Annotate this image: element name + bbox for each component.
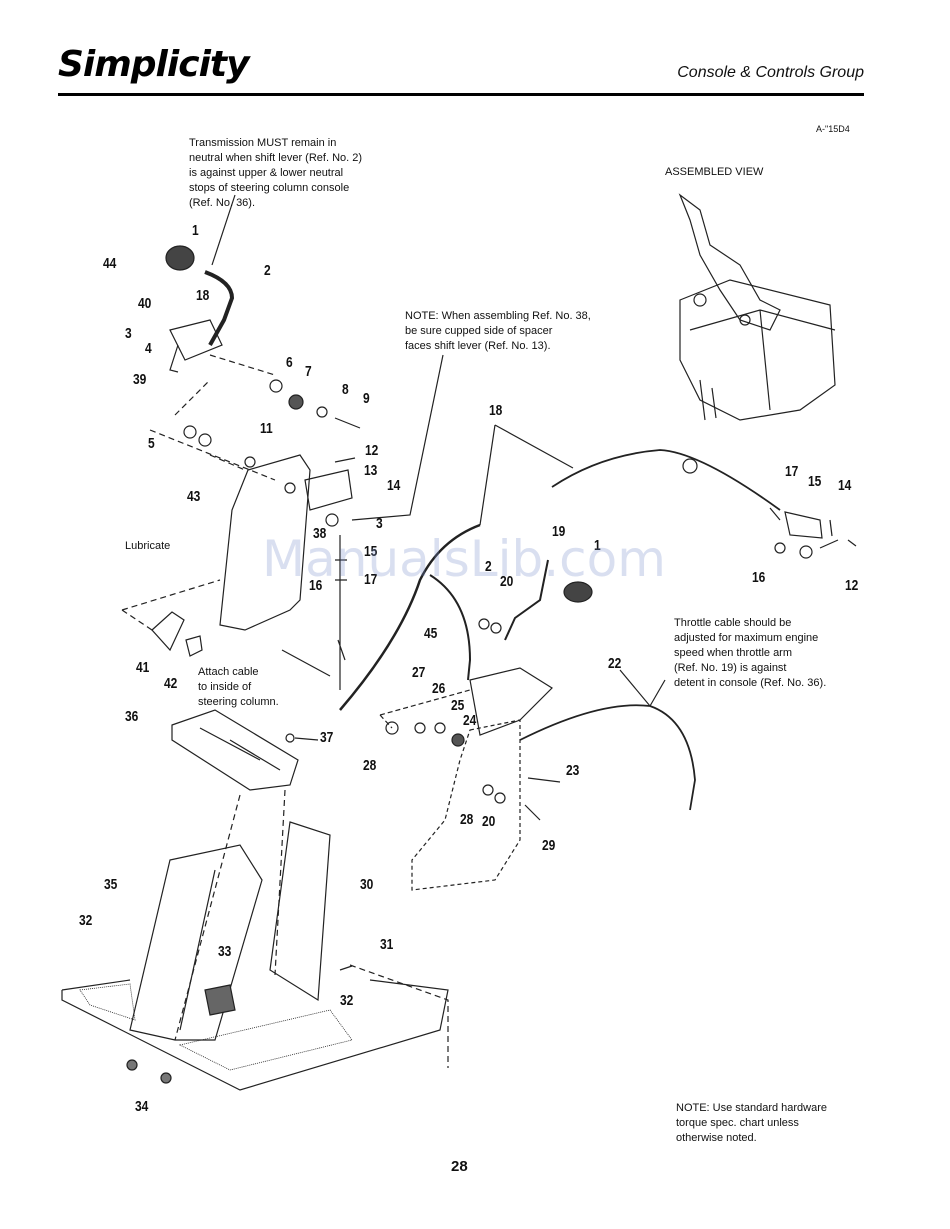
callout-26: 26 bbox=[432, 680, 446, 697]
transmission-note: Transmission MUST remain in neutral when… bbox=[189, 136, 362, 211]
callout-17b: 17 bbox=[785, 463, 799, 480]
callout-3: 3 bbox=[125, 325, 132, 342]
callout-36: 36 bbox=[125, 708, 139, 725]
callout-18: 18 bbox=[196, 287, 210, 304]
callout-1b: 1 bbox=[594, 537, 601, 554]
note-line: detent in console (Ref. No. 36). bbox=[674, 677, 827, 689]
simplicity-logo: Simplicity bbox=[58, 44, 250, 85]
callout-30: 30 bbox=[360, 876, 374, 893]
note-line: Throttle cable should be bbox=[674, 617, 792, 629]
callout-25: 25 bbox=[451, 697, 465, 714]
callout-44: 44 bbox=[103, 255, 117, 272]
lubricate-label: Lubricate bbox=[125, 540, 171, 552]
note-line: (Ref. No. 19) is against bbox=[674, 662, 787, 674]
note-line: be sure cupped side of spacer bbox=[405, 325, 553, 337]
callout-14b: 14 bbox=[838, 477, 852, 494]
callout-39: 39 bbox=[133, 371, 147, 388]
callout-28: 28 bbox=[363, 757, 377, 774]
callout-20b: 20 bbox=[482, 813, 496, 830]
callout-29: 29 bbox=[542, 837, 556, 854]
attach-cable-note: Attach cable to inside of steering colum… bbox=[198, 665, 279, 710]
watermark-text: ManualsLib.com bbox=[262, 530, 666, 588]
callout-33: 33 bbox=[218, 943, 232, 960]
callout-41: 41 bbox=[136, 659, 150, 676]
callout-8: 8 bbox=[342, 381, 349, 398]
callout-17: 17 bbox=[364, 571, 378, 588]
header-rule bbox=[58, 93, 864, 96]
callout-45: 45 bbox=[424, 625, 438, 642]
note-line: (Ref. No. 36). bbox=[189, 197, 256, 209]
assembled-view-label: ASSEMBLED VIEW bbox=[665, 166, 764, 178]
callout-32b: 32 bbox=[340, 992, 354, 1009]
note-line: steering column. bbox=[198, 696, 279, 708]
callout-4: 4 bbox=[145, 340, 152, 357]
callout-35: 35 bbox=[104, 876, 118, 893]
note-line: torque spec. chart unless bbox=[676, 1117, 799, 1129]
callout-28b: 28 bbox=[460, 811, 474, 828]
throttle-knob-shape bbox=[563, 581, 593, 603]
callout-6: 6 bbox=[286, 354, 293, 371]
callout-1: 1 bbox=[192, 222, 199, 239]
note-line: Transmission MUST remain in bbox=[189, 137, 337, 149]
note-line: NOTE: When assembling Ref. No. 38, bbox=[405, 310, 591, 322]
callout-2: 2 bbox=[264, 262, 271, 279]
callout-5: 5 bbox=[148, 435, 155, 452]
spacer-note: NOTE: When assembling Ref. No. 38, be su… bbox=[405, 309, 591, 354]
callout-31: 31 bbox=[380, 936, 394, 953]
callout-16b: 16 bbox=[752, 569, 766, 586]
callout-12b: 12 bbox=[845, 577, 859, 594]
callout-43: 43 bbox=[187, 488, 201, 505]
note-line: faces shift lever (Ref. No. 13). bbox=[405, 340, 551, 352]
callout-19: 19 bbox=[552, 523, 566, 540]
note-line: otherwise noted. bbox=[676, 1132, 757, 1144]
callout-12: 12 bbox=[365, 442, 379, 459]
callout-27: 27 bbox=[412, 664, 426, 681]
callout-38: 38 bbox=[313, 525, 327, 542]
callout-11: 11 bbox=[260, 420, 273, 437]
callout-3b: 3 bbox=[376, 515, 383, 532]
callout-23: 23 bbox=[566, 762, 580, 779]
callout-15: 15 bbox=[364, 543, 378, 560]
section-title: Console & Controls Group bbox=[677, 64, 864, 81]
callout-16: 16 bbox=[309, 577, 323, 594]
page-number: 28 bbox=[451, 1158, 468, 1175]
callout-13: 13 bbox=[364, 462, 378, 479]
note-line: adjusted for maximum engine bbox=[674, 632, 819, 644]
callout-24: 24 bbox=[463, 712, 477, 729]
callout-18b: 18 bbox=[489, 402, 503, 419]
callout-34: 34 bbox=[135, 1098, 149, 1115]
note-line: neutral when shift lever (Ref. No. 2) bbox=[189, 152, 363, 164]
note-line: speed when throttle arm bbox=[674, 647, 793, 659]
callout-37: 37 bbox=[320, 729, 334, 746]
note-line: stops of steering column console bbox=[189, 182, 350, 194]
callout-42: 42 bbox=[164, 675, 178, 692]
figure-code: A-"15D4 bbox=[816, 124, 850, 134]
throttle-note: Throttle cable should be adjusted for ma… bbox=[674, 616, 826, 691]
callout-7: 7 bbox=[305, 363, 312, 380]
callout-32: 32 bbox=[79, 912, 93, 929]
note-line: to inside of bbox=[198, 681, 252, 693]
callout-14: 14 bbox=[387, 477, 401, 494]
note-line: NOTE: Use standard hardware bbox=[676, 1102, 828, 1114]
callout-15b: 15 bbox=[808, 473, 822, 490]
callout-9: 9 bbox=[363, 390, 370, 407]
note-line: is against upper & lower neutral bbox=[189, 167, 344, 179]
callout-22: 22 bbox=[608, 655, 622, 672]
hardware-note: NOTE: Use standard hardware torque spec.… bbox=[676, 1101, 827, 1146]
callout-40: 40 bbox=[138, 295, 152, 312]
note-line: Attach cable bbox=[198, 666, 259, 678]
shift-knob-shape bbox=[165, 245, 195, 271]
callout-2b: 2 bbox=[485, 558, 492, 575]
callout-20: 20 bbox=[500, 573, 514, 590]
